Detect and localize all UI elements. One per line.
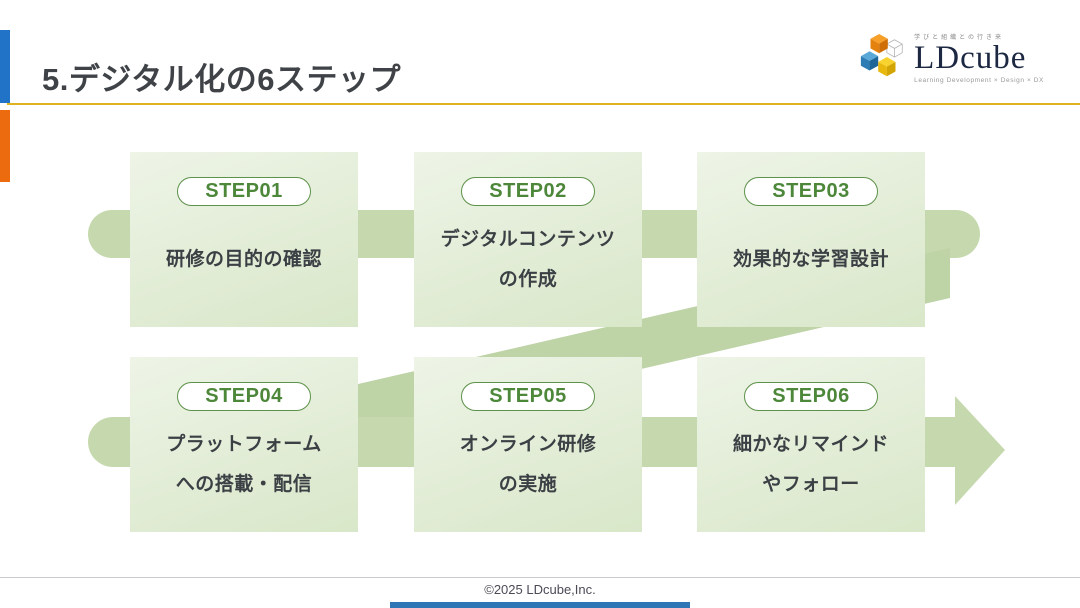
step-card-5: STEP05 オンライン研修 の実施 xyxy=(414,357,642,532)
step-card-2: STEP02 デジタルコンテンツ の作成 xyxy=(414,152,642,327)
logo-name: LDcube xyxy=(914,40,1027,76)
step-card-body: 細かなリマインド やフォロー xyxy=(733,411,889,532)
title-underline xyxy=(7,103,1080,105)
step-text-line: 効果的な学習設計 xyxy=(732,248,889,270)
footer-divider xyxy=(0,577,1080,578)
step-card-4: STEP04 プラットフォーム への搭載・配信 xyxy=(130,357,358,532)
step-badge: STEP04 xyxy=(177,382,311,411)
cube-logo-icon xyxy=(860,33,903,77)
arrow-head-icon xyxy=(955,396,1005,505)
logo-tagline-top: 学びと組織との行き来 xyxy=(914,35,1005,41)
footer-copyright: ©2025 LDcube,Inc. xyxy=(484,582,596,597)
ldcube-logo: 学びと組織との行き来 LDcube Learning Development ×… xyxy=(858,30,1044,86)
accent-bar-orange xyxy=(0,110,10,182)
orange-cube xyxy=(870,33,888,54)
step-card-body: プラットフォーム への搭載・配信 xyxy=(166,411,321,532)
yellow-cube xyxy=(878,57,896,77)
step-text-line: プラットフォーム xyxy=(166,433,322,455)
step-card-body: オンライン研修 の実施 xyxy=(460,411,597,532)
step-badge: STEP03 xyxy=(744,177,878,206)
step-text-line: への搭載・配信 xyxy=(175,473,313,495)
step-card-3: STEP03 効果的な学習設計 xyxy=(697,152,925,327)
logo-tagline-bottom: Learning Development × Design × DX xyxy=(914,77,1044,84)
accent-bar-blue xyxy=(0,30,10,103)
step-card-body: 効果的な学習設計 xyxy=(733,206,889,327)
logo-text: 学びと組織との行き来 LDcube Learning Development ×… xyxy=(914,32,1044,84)
step-text-line: 細かなリマインド xyxy=(732,433,889,455)
step-card-6: STEP06 細かなリマインド やフォロー xyxy=(697,357,925,532)
step-badge: STEP05 xyxy=(461,382,595,411)
footer-accent-bar xyxy=(390,602,690,608)
step-text-line: の実施 xyxy=(498,473,558,495)
step-text-line: やフォロー xyxy=(762,473,860,495)
step-text-line: オンライン研修 xyxy=(459,433,597,455)
step-card-1: STEP01 研修の目的の確認 xyxy=(130,152,358,327)
step-text-line: の作成 xyxy=(498,268,558,290)
step-card-body: 研修の目的の確認 xyxy=(166,206,322,327)
step-text-line: デジタルコンテンツ xyxy=(440,228,616,250)
step-card-body: デジタルコンテンツ の作成 xyxy=(441,206,616,327)
step-text-line: 研修の目的の確認 xyxy=(165,248,322,270)
step-badge: STEP06 xyxy=(744,382,878,411)
blue-cube xyxy=(860,51,879,71)
step-badge: STEP02 xyxy=(461,177,595,206)
step-badge: STEP01 xyxy=(177,177,311,206)
row2-arrow-band-end xyxy=(925,417,958,467)
page-title: 5.デジタル化の6ステップ xyxy=(42,62,401,97)
